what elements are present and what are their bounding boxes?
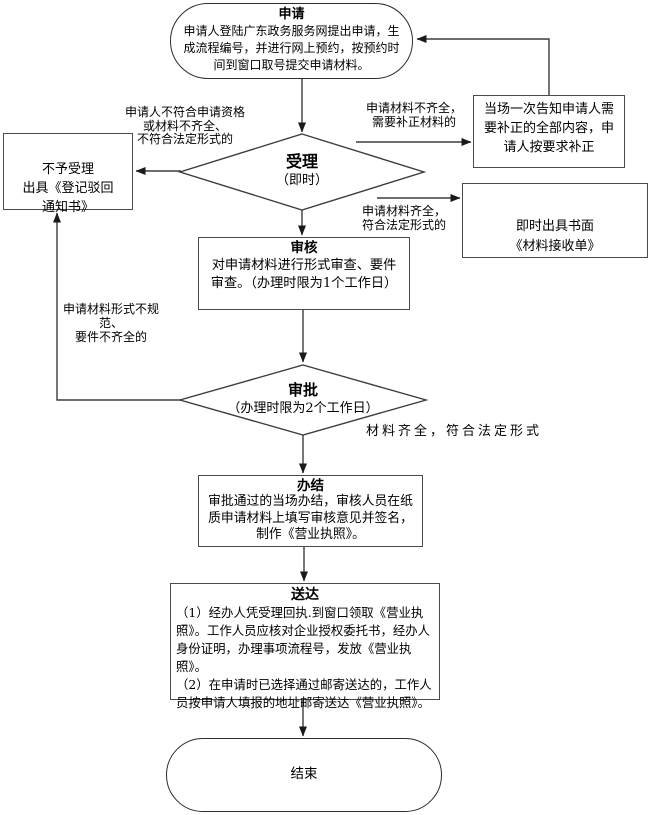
- complete-node: 办结 审批通过的当场办结，审核人员在纸质申请材料上填写审核意见并签名，制作《营业…: [198, 475, 423, 547]
- complete-node-body: 审批通过的当场办结，审核人员在纸质申请材料上填写审核意见并签名，制作《营业执照》…: [208, 494, 413, 542]
- accept-title: 受理: [285, 152, 318, 171]
- accept-diamond-shape: [177, 133, 427, 211]
- start-node-body: 申请人登陆广东政务服务网提出申请，生成流程编号，并进行网上预约，按预约时间到窗口…: [183, 24, 400, 72]
- approve-title: 审批: [287, 381, 318, 399]
- edge-label-form-nonstandard: 申请材料形式不规范、 要件不齐全的: [62, 302, 159, 344]
- start-node-title: 申请: [278, 7, 305, 22]
- accept-subtitle: （即时）: [275, 173, 328, 188]
- reject-node-body: 不予受理 出具《登记驳回 通知书》: [22, 162, 114, 215]
- edge-label-not-qualified: 申请人不符合申请资格 或材料不齐全、 不符合法定形式的: [124, 105, 245, 146]
- inform-node-body: 当场一次告知申请人需要补正的全部内容，申请人按要求补正: [483, 102, 614, 155]
- approve-diamond-shape: [177, 364, 429, 436]
- approve-subtitle: （办理时限为2个工作日）: [227, 401, 379, 416]
- reject-node: 不予受理 出具《登记驳回 通知书》: [3, 133, 133, 215]
- approve-diamond-label: 审批 （办理时限为2个工作日）: [203, 381, 403, 417]
- deliver-node: 送达 （1）经办人凭受理回执.到窗口领取《营业执照》。工作人员应核对企业授权委托…: [170, 583, 440, 710]
- inform-supplement-node: 当场一次告知申请人需要补正的全部内容，申请人按要求补正: [473, 95, 625, 168]
- complete-node-title: 办结: [297, 478, 324, 494]
- edge-label-qualified: 材料齐全，符合法定形式: [366, 424, 543, 439]
- deliver-node-title: 送达: [291, 587, 319, 603]
- start-node-apply: 申请 申请人登陆广东政务服务网提出申请，生成流程编号，并进行网上预约，按预约时间…: [170, 3, 413, 79]
- edge-label-materials-complete: 申请材料齐全， 符合法定形式的: [361, 204, 446, 232]
- deliver-node-body: （1）经办人凭受理回执.到窗口领取《营业执照》。工作人员应核对企业授权委托书，经…: [176, 605, 432, 710]
- receipt-node-body: 即时出具书面 《材料接收单》: [509, 219, 601, 254]
- accept-diamond-label: 受理 （即时）: [222, 151, 382, 190]
- edge-approve-to-reject: [53, 212, 181, 401]
- edge-label-materials-incomplete: 申请材料不齐全， 需要补正材料的: [365, 101, 462, 129]
- review-node: 审核 对申请材料进行形式审查、要件审查。（办理时限为1个工作日）: [198, 237, 410, 310]
- end-node-title: 结束: [290, 766, 318, 782]
- material-receipt-node: 即时出具书面 《材料接收单》: [462, 183, 648, 258]
- end-node: 结束: [166, 738, 442, 812]
- edge-inform-to-start: [416, 35, 550, 95]
- review-node-body: 对申请材料进行形式审查、要件审查。（办理时限为1个工作日）: [210, 258, 398, 291]
- review-node-title: 审核: [290, 240, 318, 256]
